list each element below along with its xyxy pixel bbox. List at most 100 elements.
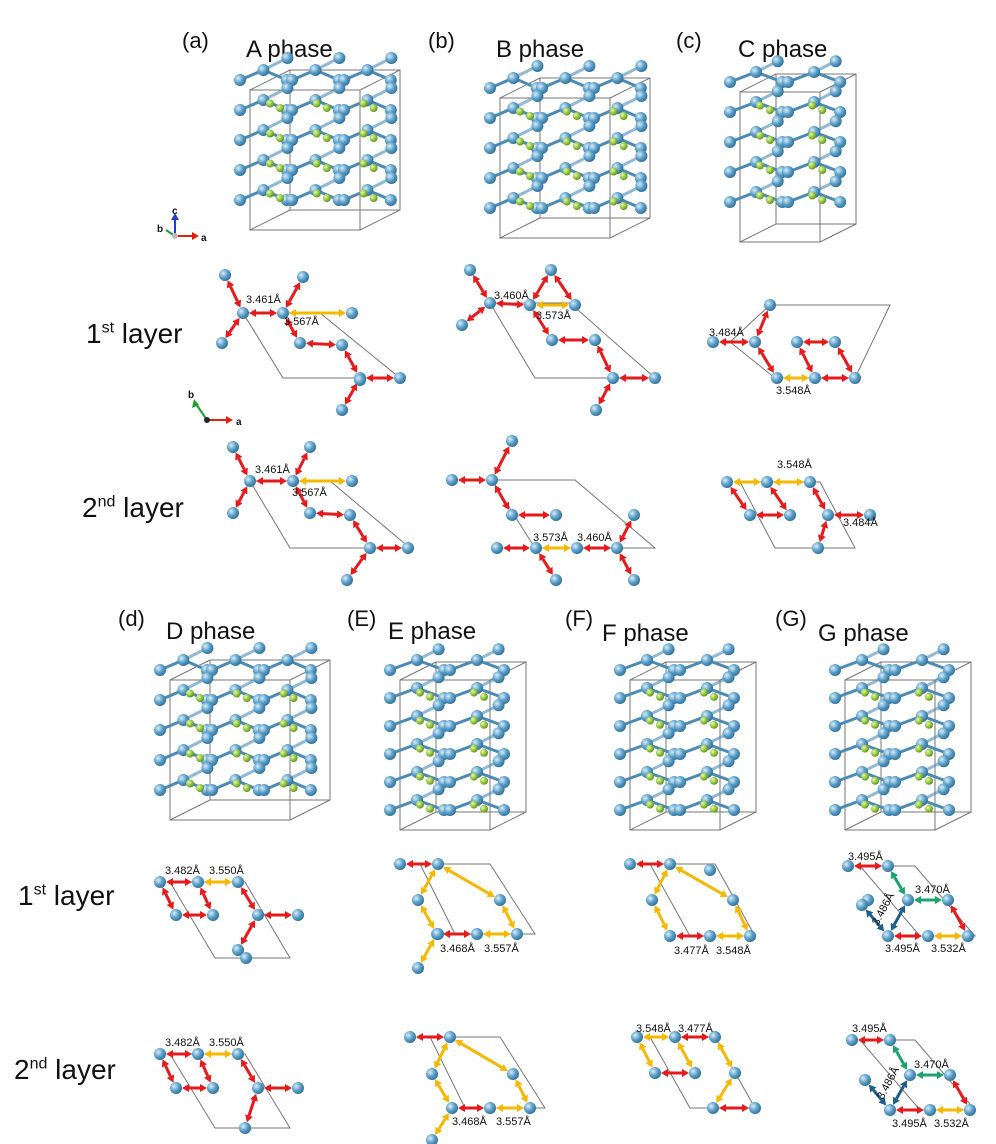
arrow-head bbox=[719, 890, 728, 898]
arrow-head bbox=[359, 552, 367, 561]
atom bbox=[344, 509, 356, 521]
dopant-atom bbox=[808, 101, 817, 110]
arrow-head bbox=[199, 887, 208, 896]
atom bbox=[201, 732, 214, 744]
atom bbox=[889, 804, 901, 816]
atom bbox=[304, 507, 316, 519]
bond-arrow bbox=[297, 491, 306, 503]
dopant-atom bbox=[656, 776, 664, 785]
atom bbox=[491, 542, 503, 554]
bond-arrow bbox=[423, 874, 433, 890]
atom bbox=[201, 762, 214, 774]
dopant-atom bbox=[426, 720, 434, 729]
dopant-atom bbox=[756, 191, 764, 200]
dopant-atom bbox=[818, 166, 827, 174]
atom bbox=[559, 72, 572, 84]
dopant-atom bbox=[470, 800, 478, 809]
atom bbox=[634, 202, 647, 214]
atom bbox=[333, 52, 346, 64]
atom bbox=[849, 372, 861, 384]
arrow-head bbox=[777, 511, 784, 519]
atom bbox=[674, 692, 686, 704]
bond-arrow bbox=[680, 869, 723, 895]
arrow-head bbox=[914, 896, 921, 904]
atom bbox=[384, 720, 396, 732]
arrow-head bbox=[359, 534, 367, 543]
atom bbox=[506, 509, 518, 521]
dopant-atom bbox=[756, 101, 764, 110]
atom bbox=[257, 64, 270, 76]
arrow-head bbox=[697, 932, 704, 940]
atom bbox=[492, 643, 505, 656]
unit-cell-edge bbox=[499, 217, 541, 239]
atom bbox=[281, 654, 294, 666]
atom bbox=[304, 441, 316, 453]
atom bbox=[877, 671, 890, 684]
arrow-head bbox=[756, 328, 764, 337]
bond-length-label: 3.470Å bbox=[914, 1058, 950, 1071]
atom bbox=[877, 783, 890, 796]
atom bbox=[258, 784, 270, 796]
arrow-head bbox=[676, 932, 683, 940]
atom bbox=[674, 804, 686, 816]
dopant-atom bbox=[562, 107, 571, 116]
atom bbox=[722, 671, 735, 684]
row-label-num: 2 bbox=[82, 492, 98, 523]
atom bbox=[727, 894, 739, 906]
row-label-num: 1 bbox=[86, 318, 102, 349]
atom bbox=[635, 60, 648, 72]
atom bbox=[464, 264, 476, 276]
dopant-atom bbox=[818, 136, 827, 144]
atom bbox=[669, 1031, 681, 1043]
row-label-text: layer bbox=[114, 318, 183, 349]
atom bbox=[154, 876, 166, 888]
dopant-atom bbox=[925, 692, 933, 701]
atom bbox=[154, 784, 166, 796]
arrow-head bbox=[441, 1113, 449, 1122]
bond-arrow bbox=[322, 512, 338, 516]
atom bbox=[664, 930, 676, 942]
arrow-head bbox=[717, 1042, 725, 1051]
atom bbox=[444, 664, 456, 676]
atom bbox=[444, 720, 456, 732]
panel-label-e: (E) bbox=[347, 606, 377, 631]
atom bbox=[882, 860, 894, 872]
dopant-atom bbox=[915, 800, 923, 809]
arrow-head bbox=[543, 511, 550, 519]
atom bbox=[354, 374, 366, 386]
atom bbox=[704, 864, 716, 876]
bond-arrow bbox=[475, 280, 485, 293]
arrow-head bbox=[350, 567, 358, 576]
atom bbox=[531, 120, 544, 132]
arrow-head bbox=[502, 446, 510, 455]
bond-arrow bbox=[436, 1048, 446, 1063]
arrow-head bbox=[562, 301, 569, 309]
atom bbox=[722, 755, 735, 768]
bond-arrow bbox=[720, 1047, 730, 1063]
atom bbox=[253, 702, 266, 714]
arrow-head bbox=[937, 1071, 944, 1079]
bond-arrow bbox=[353, 557, 364, 571]
arrow-head bbox=[582, 336, 589, 344]
dopant-atom bbox=[808, 131, 817, 140]
dopant-atom bbox=[526, 172, 534, 180]
atom bbox=[281, 142, 294, 154]
bond-arrow bbox=[243, 925, 253, 940]
arrow-head bbox=[289, 309, 296, 317]
atom bbox=[902, 894, 914, 906]
dopant-atom bbox=[871, 804, 879, 813]
atom bbox=[234, 134, 246, 146]
dopant-atom bbox=[480, 748, 488, 757]
atom bbox=[864, 509, 876, 521]
bond-arrow bbox=[423, 910, 432, 924]
bond-arrow bbox=[347, 388, 355, 400]
arrow-head bbox=[603, 364, 612, 373]
dopant-atom bbox=[416, 688, 424, 697]
axis-label-a: a bbox=[201, 233, 207, 244]
atom bbox=[444, 748, 456, 760]
arrow-head bbox=[898, 905, 906, 914]
panel-title-d: D phase bbox=[166, 618, 256, 645]
bond-arrow bbox=[656, 874, 666, 890]
arrow-head bbox=[737, 932, 744, 940]
arrow-head bbox=[766, 364, 774, 373]
